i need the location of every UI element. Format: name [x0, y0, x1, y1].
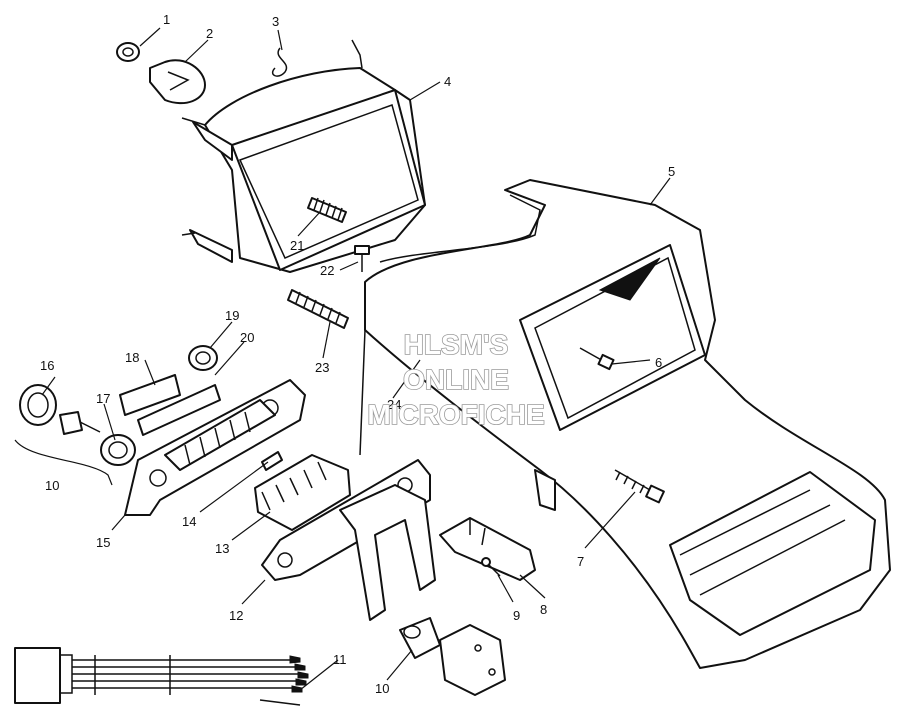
- callout-6: 6: [655, 355, 662, 370]
- callout-19: 19: [225, 308, 239, 323]
- fuse: [261, 451, 283, 471]
- grommet: [188, 345, 218, 371]
- label-plate: [119, 374, 181, 416]
- callout-2: 2: [206, 26, 213, 41]
- switch-bracket: [261, 459, 436, 621]
- callout-10-left: 10: [45, 478, 59, 493]
- screw: [354, 245, 370, 272]
- watermark-line-3: MICROFICHE: [367, 399, 544, 430]
- watermark-line-1: HLSM'S: [404, 329, 509, 360]
- brace-10-left: [14, 439, 113, 486]
- callout-4: 4: [444, 74, 451, 89]
- connector: [439, 517, 536, 581]
- callouts: 1 2 3 4 5 6 7 8 9 10 10 11 12 13 14 15 1…: [40, 12, 675, 696]
- headlight-bulb: [149, 59, 206, 105]
- callout-23: 23: [315, 360, 329, 375]
- callout-11: 11: [333, 652, 347, 667]
- adjuster-spring-lower: [287, 289, 349, 329]
- ignition-nut: [100, 434, 136, 466]
- callout-3: 3: [272, 14, 279, 29]
- callout-12: 12: [229, 608, 243, 623]
- callout-1: 1: [163, 12, 170, 27]
- wiring-harness: [14, 647, 309, 706]
- callout-5: 5: [668, 164, 675, 179]
- callout-13: 13: [215, 541, 229, 556]
- label-strip: [137, 384, 221, 436]
- adjuster-spring-upper: [307, 197, 347, 223]
- ignition-switch: [399, 617, 506, 696]
- screw-6: [579, 347, 615, 371]
- callout-22: 22: [320, 263, 334, 278]
- leader-lines: [41, 27, 671, 691]
- callout-7: 7: [577, 554, 584, 569]
- callout-24: 24: [387, 397, 401, 412]
- front-cowl: [359, 179, 891, 669]
- ignition-key: [59, 411, 101, 435]
- watermark-line-2: ONLINE: [403, 364, 509, 395]
- panel-plate: [124, 379, 306, 516]
- callout-21: 21: [290, 238, 304, 253]
- small-screw: [481, 557, 501, 577]
- callout-10-lower: 10: [375, 681, 389, 696]
- callout-9: 9: [513, 608, 520, 623]
- screw-7: [614, 469, 665, 504]
- callout-14: 14: [182, 514, 196, 529]
- bulb-socket: [116, 42, 140, 62]
- switch-block: [254, 454, 351, 531]
- callout-17: 17: [96, 391, 110, 406]
- callout-8: 8: [540, 602, 547, 617]
- key-ring: [19, 384, 57, 426]
- callout-20: 20: [240, 330, 254, 345]
- callout-15: 15: [96, 535, 110, 550]
- wire-clip: [271, 47, 288, 77]
- callout-18: 18: [125, 350, 139, 365]
- callout-16: 16: [40, 358, 54, 373]
- watermark: HLSM'S ONLINE MICROFICHE: [367, 328, 546, 431]
- headlight-housing: [181, 39, 426, 273]
